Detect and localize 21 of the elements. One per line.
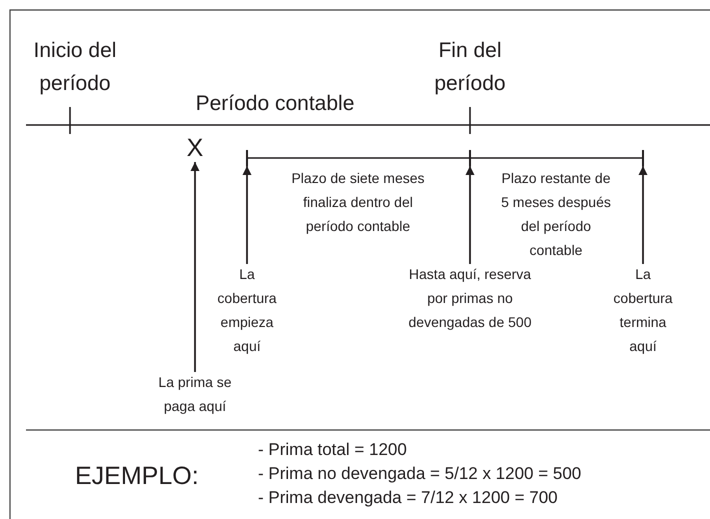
bracket-tick — [469, 150, 471, 166]
callout-text: La cobertura termina aquí — [605, 262, 681, 358]
callout-text: La cobertura empieza aquí — [209, 262, 285, 358]
example-line: - Prima devengada = 7/12 x 1200 = 700 — [258, 487, 559, 509]
bracket-label: Plazo de siete meses finaliza dentro del período contable — [290, 169, 426, 236]
example-line: - Prima total = 1200 — [258, 439, 408, 461]
period-end-label: Fin del período — [433, 38, 507, 97]
bracket-tick — [246, 150, 248, 166]
leader-arrow — [190, 162, 200, 372]
period-start-label: Inicio del período — [32, 38, 118, 97]
callout-text: Hasta aquí, reserva por primas no devengadas de 500 — [398, 262, 542, 334]
period-title: Período contable — [194, 91, 356, 117]
leader-arrow — [638, 166, 648, 264]
callout-text: La prima se paga aquí — [145, 370, 245, 418]
event-marker: X — [185, 134, 205, 162]
bracket-label: Plazo restante de 5 meses después del período contable — [500, 169, 612, 260]
leader-arrow — [242, 166, 252, 264]
example-line: - Prima no devengada = 5/12 x 1200 = 500 — [258, 463, 582, 485]
leader-arrow — [466, 166, 474, 264]
bracket-tick — [642, 150, 644, 166]
example-heading: EJEMPLO: — [75, 461, 200, 491]
